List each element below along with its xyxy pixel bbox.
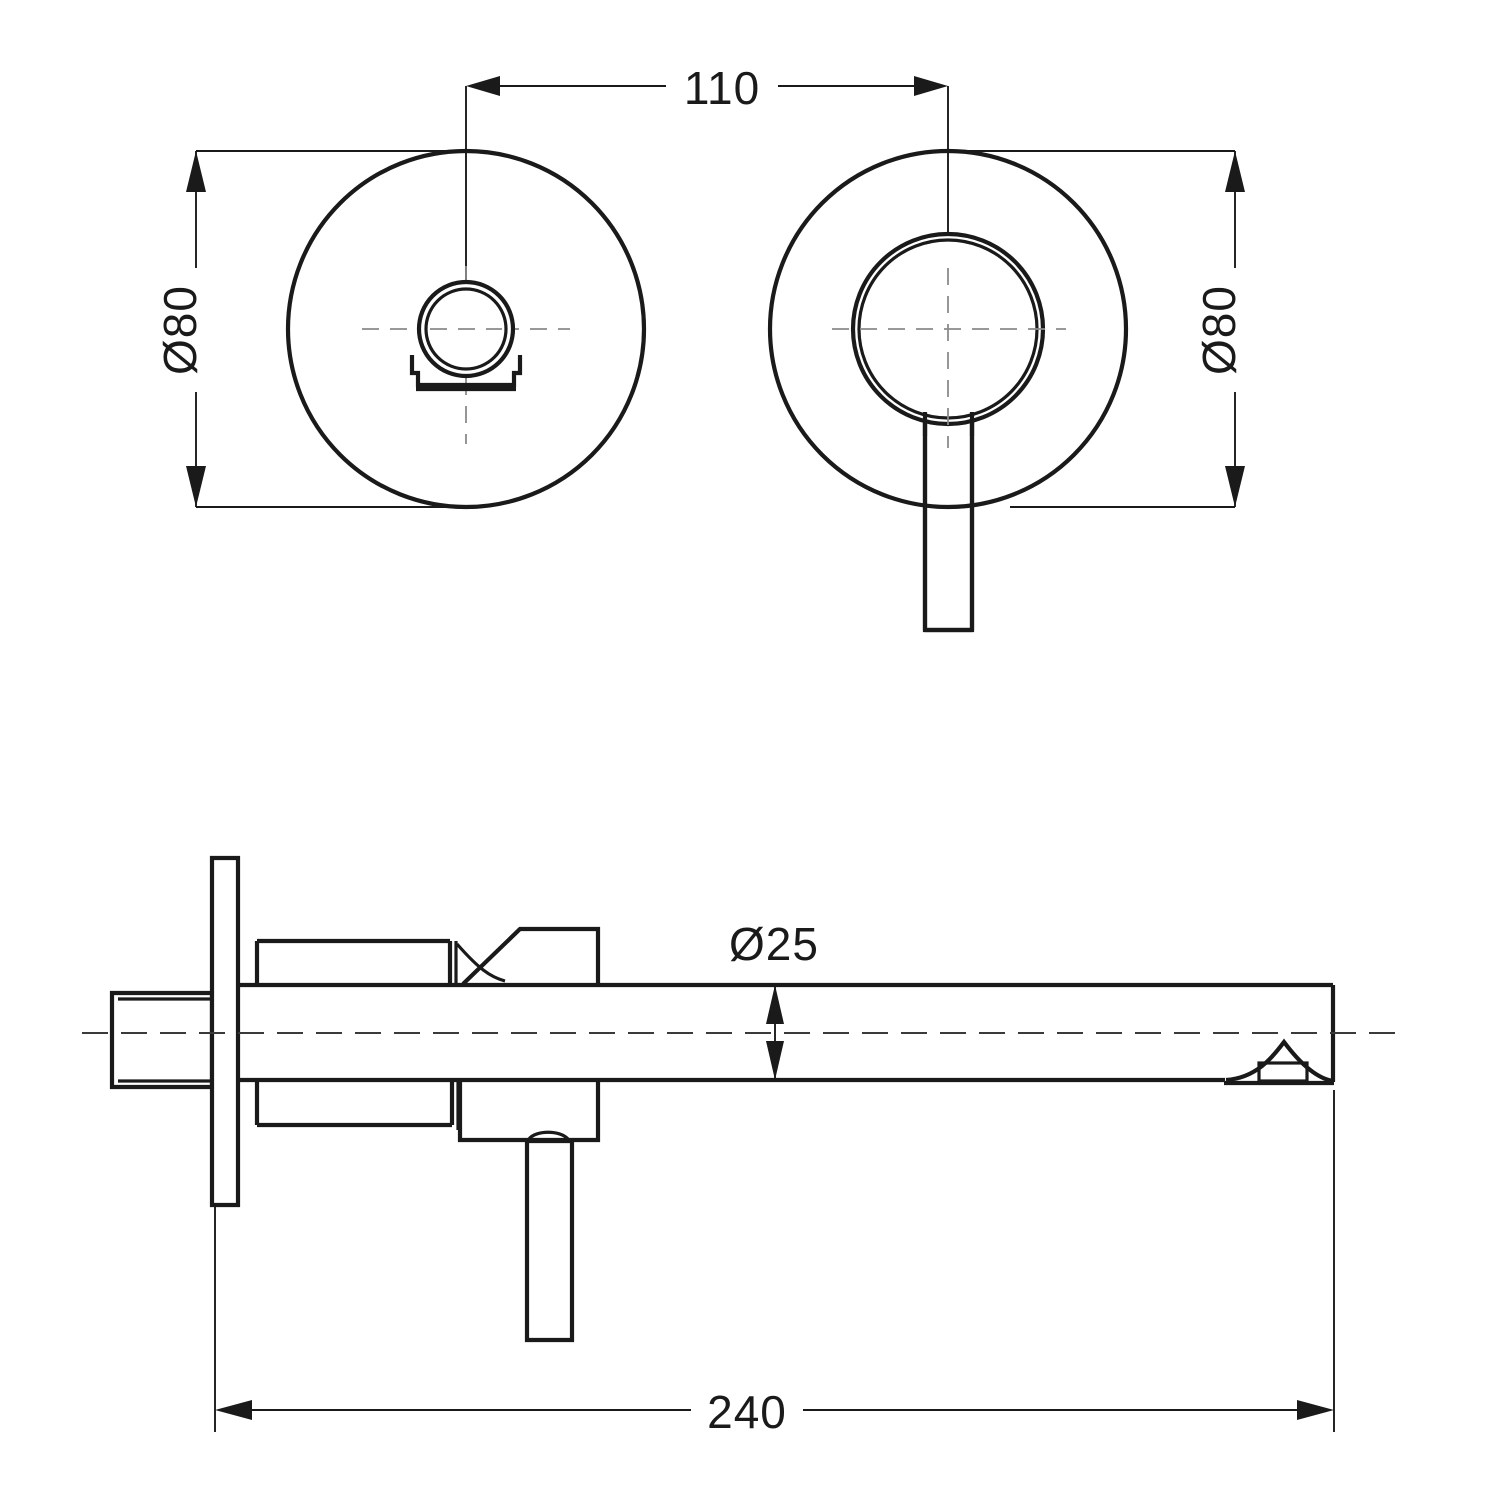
aerator-outlet <box>1224 1038 1334 1086</box>
front-elevation-view: 110 <box>154 58 1263 633</box>
left-knob-inner-ring <box>424 287 508 371</box>
wall-plate <box>209 855 241 1208</box>
wall-inlet-body <box>109 990 215 1090</box>
arrow-head-240-left <box>215 1400 252 1420</box>
aerator-insert <box>1257 1061 1309 1083</box>
dimension-label-left-d80: Ø80 <box>154 285 206 375</box>
lever-handle-body <box>524 1138 575 1343</box>
arrow-head-d25-bottom <box>766 1041 784 1080</box>
wall-plate-body <box>209 855 241 1208</box>
side-elevation-view: Ø25 240 <box>82 855 1398 1440</box>
side-lever-handle <box>524 1130 575 1343</box>
spout-lower-sleeve <box>254 1080 460 1130</box>
arrow-head-left-bottom <box>186 466 206 507</box>
wall-inlet-stub <box>109 990 215 1090</box>
dimension-right-diameter: Ø80 <box>944 150 1263 508</box>
dimension-spout-diameter: Ø25 <box>704 908 844 1080</box>
lever-hub-profile <box>457 1080 601 1143</box>
arrow-head-right-bottom <box>1225 466 1245 507</box>
dimension-label-110: 110 <box>684 62 760 114</box>
arrow-head-240-right <box>1297 1400 1334 1420</box>
dimension-label-240: 240 <box>707 1386 787 1438</box>
arrow-head-110-left <box>466 76 500 96</box>
aerator-dome-profile <box>1225 1038 1334 1084</box>
arrow-head-left-top <box>186 151 206 192</box>
diverter-cam-top <box>455 926 601 986</box>
dimension-centre-to-centre: 110 <box>465 58 949 332</box>
label-backdrop-240 <box>691 1382 803 1440</box>
spout-upper-sleeve <box>254 938 458 985</box>
diverter-cam-fillet <box>455 942 506 983</box>
dimension-label-right-d80: Ø80 <box>1193 285 1245 375</box>
dimension-label-d25: Ø25 <box>729 918 819 970</box>
label-backdrop-right-d80 <box>1207 268 1263 392</box>
arrow-head-110-right <box>914 76 948 96</box>
left-knob-retaining-clip <box>409 355 523 388</box>
arrow-head-d25-top <box>766 985 784 1024</box>
dimension-spout-projection: 240 <box>214 1090 1335 1440</box>
label-backdrop-110 <box>666 58 778 114</box>
label-backdrop-d25 <box>704 908 844 970</box>
lever-handle-collar <box>527 1130 570 1141</box>
dimension-left-diameter: Ø80 <box>154 150 470 508</box>
arrow-head-right-top <box>1225 151 1245 192</box>
lever-hub-block <box>457 1080 601 1143</box>
label-backdrop-left-d80 <box>168 268 224 392</box>
diverter-cam-profile <box>461 926 601 986</box>
